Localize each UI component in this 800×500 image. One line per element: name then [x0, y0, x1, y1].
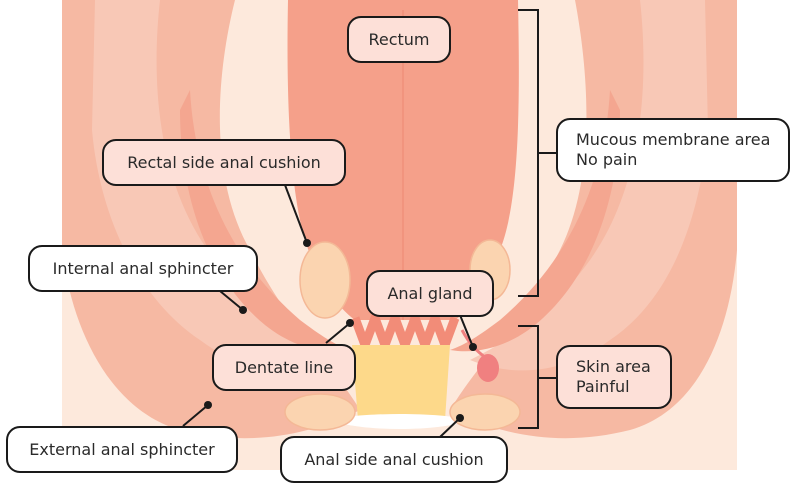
- label-external-anal-sphincter: External anal sphincter: [6, 426, 238, 473]
- label-internal-anal-sphincter: Internal anal sphincter: [28, 245, 258, 292]
- anal-verge: [330, 414, 470, 429]
- mucous-area-note: No pain: [576, 150, 638, 169]
- leader-anal-cushion: [439, 414, 464, 438]
- rectal-cushion-left: [299, 241, 351, 319]
- anal-cushion-left: [284, 393, 356, 431]
- label-skin-area: Skin area Painful: [556, 345, 672, 409]
- leader-dentate-line: [325, 319, 354, 344]
- anal-gland-body: [477, 354, 499, 382]
- leader-internal-sphincter: [219, 290, 247, 314]
- label-rectum: Rectum: [347, 16, 451, 63]
- skin-area-bracket: [518, 325, 558, 429]
- label-anal-side-anal-cushion: Anal side anal cushion: [280, 436, 508, 483]
- skin-area-note: Painful: [576, 377, 630, 396]
- leader-rectal-cushion: [284, 184, 311, 247]
- mucous-area-bracket: [518, 9, 558, 297]
- label-dentate-line: Dentate line: [212, 344, 356, 391]
- anal-canal: [352, 345, 450, 420]
- deep-muscle-right: [450, 90, 620, 352]
- deep-muscle-left: [180, 90, 350, 352]
- label-mucous-membrane-area: Mucous membrane area No pain: [556, 118, 790, 182]
- anal-cushion-right: [449, 393, 521, 431]
- mucous-area-title: Mucous membrane area: [576, 130, 771, 149]
- leader-external-sphincter: [182, 401, 212, 427]
- label-rectal-side-anal-cushion: Rectal side anal cushion: [102, 139, 346, 186]
- leader-anal-gland: [459, 314, 477, 351]
- label-anal-gland: Anal gland: [366, 270, 494, 317]
- internal-sphincter-right: [470, 0, 708, 371]
- skin-area-title: Skin area: [576, 357, 651, 376]
